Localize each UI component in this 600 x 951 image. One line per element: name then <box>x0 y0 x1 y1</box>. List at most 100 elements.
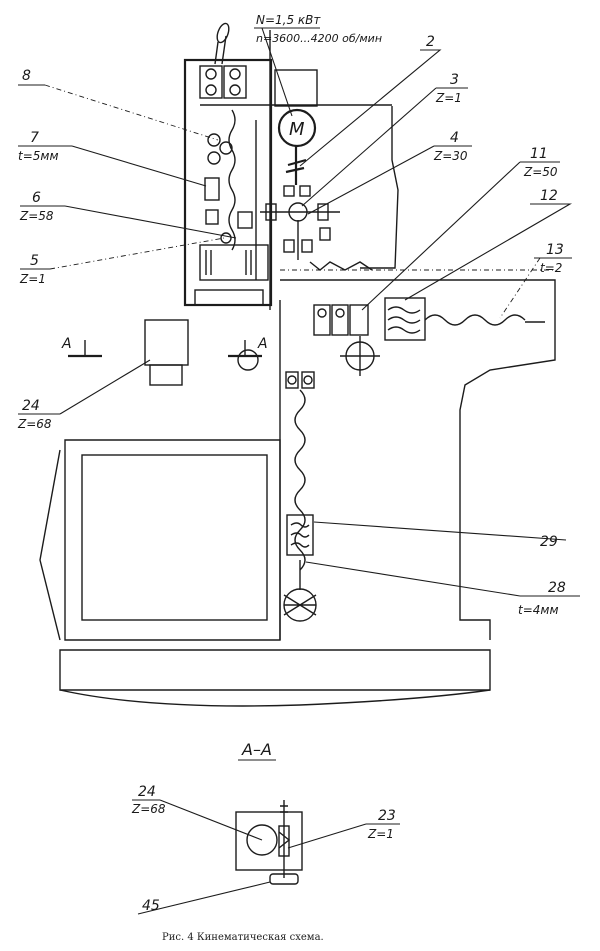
bearing <box>283 239 295 253</box>
callout-2-leader <box>299 49 442 167</box>
callout-28-param: t=4мм <box>518 603 559 617</box>
motor-leader <box>261 27 293 117</box>
bearing <box>301 371 315 389</box>
callout-12-leader <box>404 203 573 301</box>
bearing <box>301 239 313 253</box>
bearing-circle <box>303 375 313 385</box>
callout-4-id: 4 <box>450 130 459 146</box>
callout-29-id: 29 <box>540 534 558 550</box>
callout-5-leader <box>49 237 225 270</box>
bearing-circle <box>229 84 241 96</box>
bearing-circle <box>335 308 345 318</box>
lead-screw-13 <box>424 314 526 326</box>
callout-7-param: t=5мм <box>18 149 59 163</box>
worm-5 <box>220 232 232 244</box>
coupling-2 <box>285 158 307 174</box>
bearing-circle <box>205 84 217 96</box>
handle-lever <box>214 35 227 65</box>
callout-11-param: Z=50 <box>523 165 558 179</box>
bearing <box>285 371 299 389</box>
callout-6-leader <box>64 205 237 239</box>
block-6 <box>205 209 219 225</box>
callout-5-id: 5 <box>30 253 39 269</box>
section-view: А–А 24 Z=68 23 Z=1 45 <box>131 740 400 915</box>
bearing <box>283 185 295 197</box>
callout-24-id: 24 <box>22 398 40 414</box>
lift-nut-thread <box>290 522 310 548</box>
bearing-block-top-left <box>199 65 223 99</box>
quill-tip <box>149 364 183 386</box>
bearing-circle <box>229 68 241 80</box>
foundation-bottom <box>59 689 491 707</box>
bearing-block-top-right <box>223 65 247 99</box>
section-callout-45-leader <box>137 881 271 915</box>
bearing <box>317 203 329 221</box>
handwheel-cross <box>340 336 380 376</box>
callout-6-param: Z=58 <box>19 209 54 223</box>
point-marker <box>237 349 259 371</box>
section-callout-24-leader <box>159 799 263 841</box>
section-callout-23-param: Z=1 <box>367 827 394 841</box>
callout-7-id: 7 <box>30 130 39 146</box>
callout-3-leader <box>301 87 437 207</box>
section-mark-right: A <box>257 336 268 352</box>
callout-5-param: Z=1 <box>19 272 46 286</box>
quill-housing <box>144 319 189 366</box>
callout-28-id: 28 <box>548 580 566 596</box>
callout-13-id: 13 <box>546 242 564 258</box>
nut-12-thread <box>387 306 421 334</box>
section-callout-23-id: 23 <box>378 808 396 824</box>
lift-nut-29 <box>286 514 314 556</box>
callout-6-id: 6 <box>32 190 41 206</box>
section-callout-45-id: 45 <box>142 898 160 914</box>
section-mark-left: A <box>61 336 72 352</box>
cross-arm-outline <box>280 279 556 640</box>
motor-power: N=1,5 кВт <box>256 13 321 27</box>
bearing-block-11a <box>313 304 331 336</box>
callout-24-leader <box>59 359 151 415</box>
gear-8b <box>219 141 233 155</box>
transmission: M <box>199 22 545 622</box>
callout-8-leader <box>44 84 219 141</box>
section-handle-45 <box>269 873 299 885</box>
section-view-title: А–А <box>241 740 272 759</box>
machine-base <box>64 439 281 641</box>
motor-spec: N=1,5 кВт n=3600...4200 об/мин <box>254 13 382 117</box>
block-center <box>237 211 253 229</box>
callout-4-leader <box>307 145 435 215</box>
lift-screw-28 <box>294 389 306 571</box>
callout-13-leader <box>499 257 541 319</box>
section-shaft-collar <box>280 805 288 813</box>
callout-24-param: Z=68 <box>17 417 52 431</box>
worm-teeth <box>205 250 252 275</box>
bearing <box>319 227 331 241</box>
callout-29-leader <box>313 521 567 541</box>
callout-3-param: Z=1 <box>435 91 462 105</box>
section-housing <box>235 811 303 871</box>
section-worm-symbol <box>278 831 291 849</box>
bearing <box>299 185 311 197</box>
callout-2-id: 2 <box>426 34 435 50</box>
spindle-screw <box>228 109 236 251</box>
bearing <box>265 203 277 221</box>
callout-11-leader <box>361 161 521 311</box>
break-line <box>309 261 373 271</box>
gear-8a <box>207 133 221 147</box>
worm-wheel-11 <box>349 304 369 336</box>
foundation-slab <box>59 649 491 691</box>
nut-block-7 <box>204 177 220 201</box>
worm-gear-housing-5 <box>199 244 269 281</box>
spindle-column <box>183 58 273 307</box>
section-callout-24-id: 24 <box>138 784 156 800</box>
motor-speed: n=3600...4200 об/мин <box>256 32 382 45</box>
headstock-right-edge <box>360 106 399 269</box>
section-callout-24-param: Z=68 <box>131 802 166 816</box>
section-gear-24 <box>246 824 278 856</box>
column-base-plate <box>194 289 264 306</box>
motor-box <box>274 69 318 107</box>
callout-28-leader <box>305 561 521 597</box>
bearing-circle <box>287 375 297 385</box>
lift-bearing-symbol <box>283 594 317 616</box>
callout-4-param: Z=30 <box>433 149 468 163</box>
section-worm-23 <box>278 825 290 857</box>
